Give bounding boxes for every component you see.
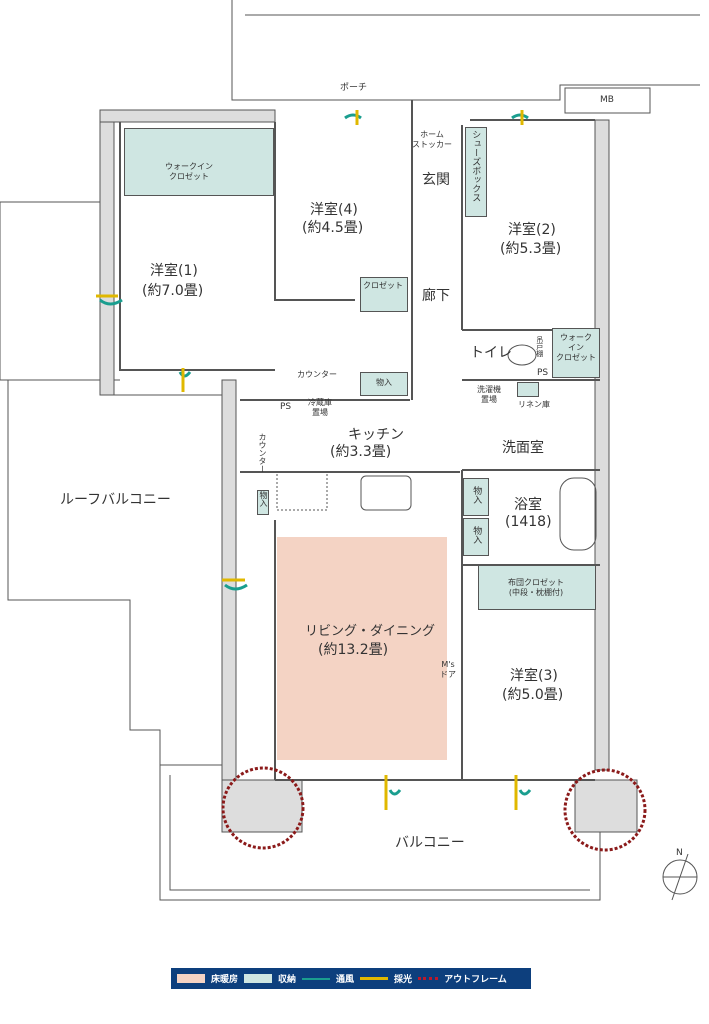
- ps-label-kitchen: PS: [280, 402, 292, 412]
- daylight-icon: [360, 977, 389, 980]
- linen-label: リネン庫: [518, 400, 550, 409]
- ms-door-label: M's ドア: [440, 660, 456, 679]
- storage-swatch: [244, 974, 273, 983]
- futon-closet-label: 布団クロゼット (中段・枕棚付): [508, 578, 564, 597]
- toilet-shelf-label: 吊戸棚: [535, 336, 544, 357]
- western2-name: 洋室(2): [508, 222, 556, 238]
- futon-closet: [478, 565, 596, 610]
- ventilation-icon: [302, 977, 331, 980]
- kitchen-size: (約3.3畳): [330, 444, 392, 460]
- legend: 床暖房 収納 通風 採光 アウトフレーム: [171, 968, 531, 989]
- living-size: (約13.2畳): [318, 642, 389, 658]
- legend-daylight: 採光: [394, 975, 413, 985]
- toilet-label: トイレ: [470, 345, 512, 361]
- compass-icon: [662, 853, 698, 901]
- bathtub-icon: [559, 477, 597, 551]
- storage-b: [463, 518, 489, 556]
- sink-icon: [360, 475, 412, 511]
- north-label: N: [676, 848, 683, 858]
- storage-hall-label: 物入: [376, 378, 392, 387]
- western2-size: (約5.3畳): [500, 241, 562, 257]
- walkin2-label: ウォーク イン クロゼット: [556, 333, 596, 362]
- floor-heating-swatch: [177, 974, 205, 983]
- closet-4: [360, 277, 408, 312]
- walkin-closet-2: [552, 328, 600, 378]
- outframe-icon: [418, 977, 439, 980]
- stove-icon: [276, 471, 328, 511]
- washer-label: 洗濯機 置場: [477, 385, 501, 404]
- walkin-closet-1: [124, 128, 274, 196]
- outframe-marker-right: [563, 768, 647, 852]
- fridge-label: 冷蔵庫 置場: [308, 398, 332, 417]
- storage-a: [463, 478, 489, 516]
- shoes-box-label: シューズボックス: [470, 130, 481, 202]
- outframe-marker-left: [221, 766, 305, 850]
- shoes-box: [465, 127, 487, 217]
- mb-label: MB: [600, 95, 614, 105]
- washroom-label: 洗面室: [502, 440, 544, 456]
- western1-name: 洋室(1): [150, 263, 198, 279]
- toilet-icon: [507, 344, 537, 366]
- western1-size: (約7.0畳): [142, 283, 204, 299]
- entrance-label: 玄関: [422, 172, 450, 188]
- closet4-label: クロゼット: [363, 281, 403, 290]
- floor-heating-area: [277, 537, 447, 760]
- ps-label-toilet: PS: [537, 368, 549, 378]
- western4-name: 洋室(4): [310, 202, 358, 218]
- legend-storage: 収納: [278, 975, 297, 985]
- legend-ventilation: 通風: [336, 975, 355, 985]
- linen-storage: [517, 382, 539, 397]
- storage-hall: [360, 372, 408, 396]
- counter-label: カウンター: [297, 370, 337, 379]
- western4-size: (約4.5畳): [302, 220, 364, 236]
- kitchen-name: キッチン: [348, 427, 404, 443]
- counter-vertical-label: カウンター: [258, 433, 267, 473]
- balcony-label: バルコニー: [395, 835, 465, 851]
- walkin1-label: ウォークイン クロゼット: [165, 162, 213, 181]
- home-stocker-label: ホーム ストッカー: [412, 130, 452, 149]
- western3-size: (約5.0畳): [502, 687, 564, 703]
- living-name: リビング・ダイニング: [305, 624, 436, 639]
- storage-kitchen: [257, 490, 269, 515]
- legend-outframe: アウトフレーム: [444, 975, 507, 985]
- hallway-label: 廊下: [422, 288, 450, 304]
- bath-size: (1418): [505, 514, 552, 530]
- storage-a-label: 物入: [471, 486, 482, 504]
- roof-balcony-label: ルーフバルコニー: [60, 492, 171, 508]
- storage-kitchen-label: 物入: [259, 491, 268, 507]
- western3-name: 洋室(3): [510, 668, 558, 684]
- legend-floor-heating: 床暖房: [211, 975, 239, 985]
- bath-name: 浴室: [514, 497, 542, 513]
- storage-b-label: 物入: [471, 526, 482, 544]
- porch-label: ポーチ: [340, 83, 368, 93]
